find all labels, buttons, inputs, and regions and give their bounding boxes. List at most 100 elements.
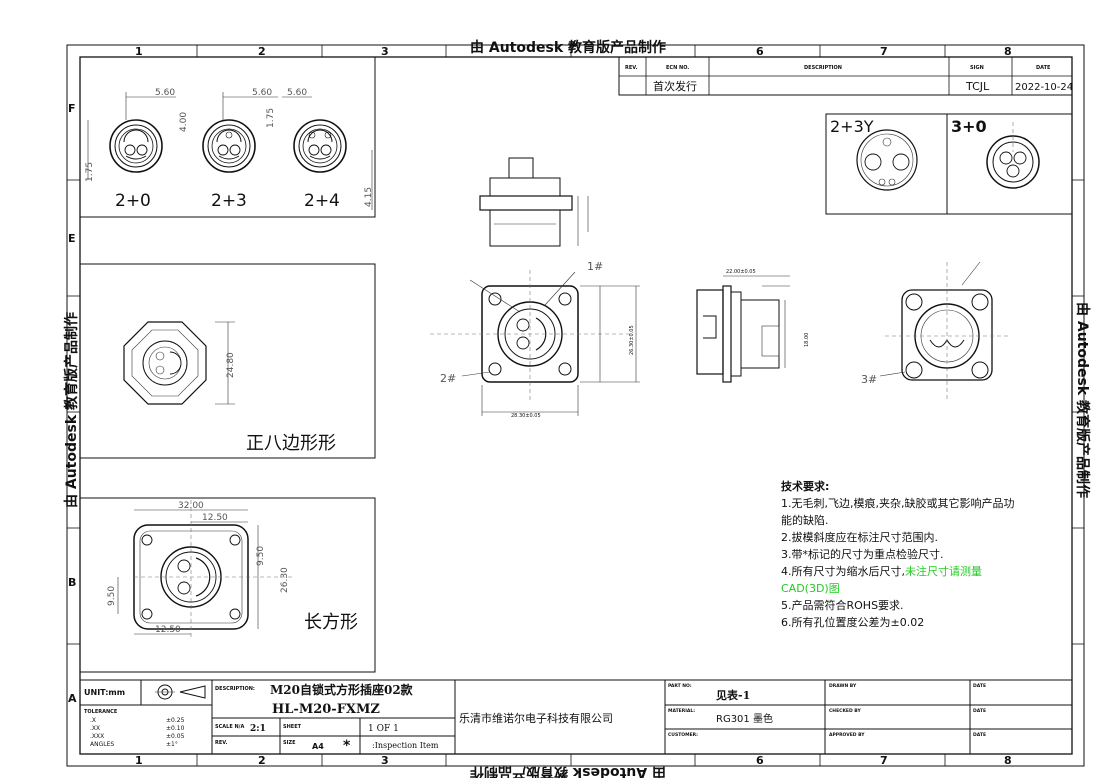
dim-12-50-b: 12.50 xyxy=(155,625,181,635)
panel-octagon xyxy=(79,263,376,459)
sign-value: TCJL xyxy=(965,80,990,93)
tol-val-3: ±1° xyxy=(166,741,178,748)
material-value: RG301 墨色 xyxy=(716,712,773,725)
date-value: 2022-10-24 xyxy=(1015,82,1073,93)
dim-26-30: 26.30 xyxy=(280,567,290,593)
dim-9-50-b: 9.50 xyxy=(107,586,117,606)
variant-2+0-view xyxy=(109,119,163,173)
row-a: A xyxy=(68,692,77,705)
watermark-left: 由 Autodesk 教育版产品制作 xyxy=(63,312,80,508)
row-f: F xyxy=(68,102,76,115)
dim-24-80: 24.80 xyxy=(226,352,236,378)
company-name: 乐清市维诺尔电子科技有限公司 xyxy=(459,711,613,725)
variant-3+0-view xyxy=(986,122,1040,189)
col-7-b: 7 xyxy=(880,754,888,767)
tag-2: 2# xyxy=(440,372,456,385)
scale-label: SCALE N/A xyxy=(215,724,244,730)
col-6-b: 6 xyxy=(756,754,764,767)
dim-5-60-a: 5.60 xyxy=(155,88,175,98)
date-header: DATE xyxy=(1036,65,1051,71)
dim-5-60-b: 5.60 xyxy=(252,88,272,98)
tech-line-4: 4.所有尺寸为缩水后尺寸,未注尺寸请测量 xyxy=(781,564,982,578)
variant-2+4-view xyxy=(293,119,347,173)
date-label-1: DATE xyxy=(973,683,986,689)
col-6: 6 xyxy=(756,45,764,58)
part-label: PART NO: xyxy=(668,683,692,689)
tech-line-1a: 1.无毛刺,飞边,模痕,夹杂,缺胶或其它影响产品功 xyxy=(781,496,1014,510)
label-2+4: 2+4 xyxy=(304,191,340,211)
part-value: 见表-1 xyxy=(716,688,750,702)
grid-cols-top: 1 2 3 6 7 8 xyxy=(135,45,1012,58)
dim-12-50-a: 12.50 xyxy=(202,513,228,523)
tol-key-3: ANGLES xyxy=(90,741,114,748)
row-e: E xyxy=(68,232,76,245)
dim-28-30: 28.30±0.05 xyxy=(511,413,541,419)
tag-1: 1# xyxy=(587,260,603,273)
dim-1-75-b: 1.75 xyxy=(85,162,95,182)
zone-ticks xyxy=(67,45,1084,766)
approved-label: APPROVED BY xyxy=(829,732,865,738)
panel-rect xyxy=(79,497,376,673)
desc-line-2: HL-M20-FXMZ xyxy=(272,702,380,717)
date-label-3: DATE xyxy=(973,732,986,738)
col-7: 7 xyxy=(880,45,888,58)
col-2-b: 2 xyxy=(258,754,266,767)
tol-key-1: .XX xyxy=(90,725,100,732)
dim-4-00: 4.00 xyxy=(179,112,189,132)
col-8-b: 8 xyxy=(1004,754,1012,767)
tech-title: 技术要求: xyxy=(781,479,829,493)
box-3+0 xyxy=(946,113,1073,215)
projection-symbol xyxy=(155,684,206,700)
tech-line-4c: CAD(3D)图 xyxy=(781,582,840,595)
sheet-value: 1 OF 1 xyxy=(368,724,399,734)
tolerance-label: TOLERANCE xyxy=(84,709,118,715)
material-label: MATERIAL: xyxy=(668,708,695,714)
dim-1-75-a: 1.75 xyxy=(266,108,276,128)
grid-rows: F E B A xyxy=(68,102,77,705)
label-2+3: 2+3 xyxy=(211,191,247,211)
dim-22-00: 22.00±0.05 xyxy=(726,269,756,275)
desc-label: DESCRIPTION: xyxy=(215,686,255,692)
tech-line-2: 2.拔模斜度应在标注尺寸范围内. xyxy=(781,530,938,544)
inner-border xyxy=(79,56,1073,755)
tech-line-3: 3.带*标记的尺寸为重点检验尺寸. xyxy=(781,547,944,561)
side-view-top xyxy=(479,157,589,247)
title-block-frame xyxy=(79,679,1073,755)
tol-val-0: ±0.25 xyxy=(166,717,185,724)
rev-label: REV. xyxy=(215,740,227,746)
col-2: 2 xyxy=(258,45,266,58)
rectangle-view xyxy=(117,500,295,640)
outer-border xyxy=(66,44,1085,767)
front-view xyxy=(430,270,640,416)
dim-9-50-a: 9.50 xyxy=(256,546,266,566)
size-label: SIZE xyxy=(283,740,296,746)
inspection-star: * xyxy=(343,738,351,754)
sign-header: SIGN xyxy=(970,65,984,71)
col-8: 8 xyxy=(1004,45,1012,58)
dim-4-15: 4.15 xyxy=(364,187,374,207)
dim-5-60-c: 5.60 xyxy=(287,88,307,98)
col-1-b: 1 xyxy=(135,754,143,767)
ecn-value: 首次发行 xyxy=(653,79,697,93)
desc-header: DESCRIPTION xyxy=(804,65,842,71)
label-2+3y: 2+3Y xyxy=(830,117,874,136)
tech-line-1b: 能的缺陷. xyxy=(781,513,829,527)
ecn-header: ECN NO. xyxy=(666,65,689,71)
panel-variants xyxy=(79,56,376,218)
unit-label: UNIT:mm xyxy=(84,688,125,697)
revision-table xyxy=(618,56,1073,96)
row-b: B xyxy=(68,576,76,589)
dim-18-00: 18.00 xyxy=(804,333,810,347)
grid-cols-bottom: 1 2 3 6 7 8 xyxy=(135,754,1012,767)
tech-line-5: 5.产品需符合ROHS要求. xyxy=(781,598,904,612)
col-3-b: 3 xyxy=(381,754,389,767)
sheet-label: SHEET xyxy=(283,724,302,730)
label-rectangle: 长方形 xyxy=(304,612,358,633)
size-value: A4 xyxy=(312,742,324,751)
tol-val-2: ±0.05 xyxy=(166,733,185,740)
customer-label: CUSTOMER: xyxy=(668,732,698,738)
tol-key-2: .XXX xyxy=(90,733,104,740)
desc-line-1: M20自锁式方形插座02款 xyxy=(270,682,414,697)
label-octagon: 正八边形形 xyxy=(246,433,336,454)
